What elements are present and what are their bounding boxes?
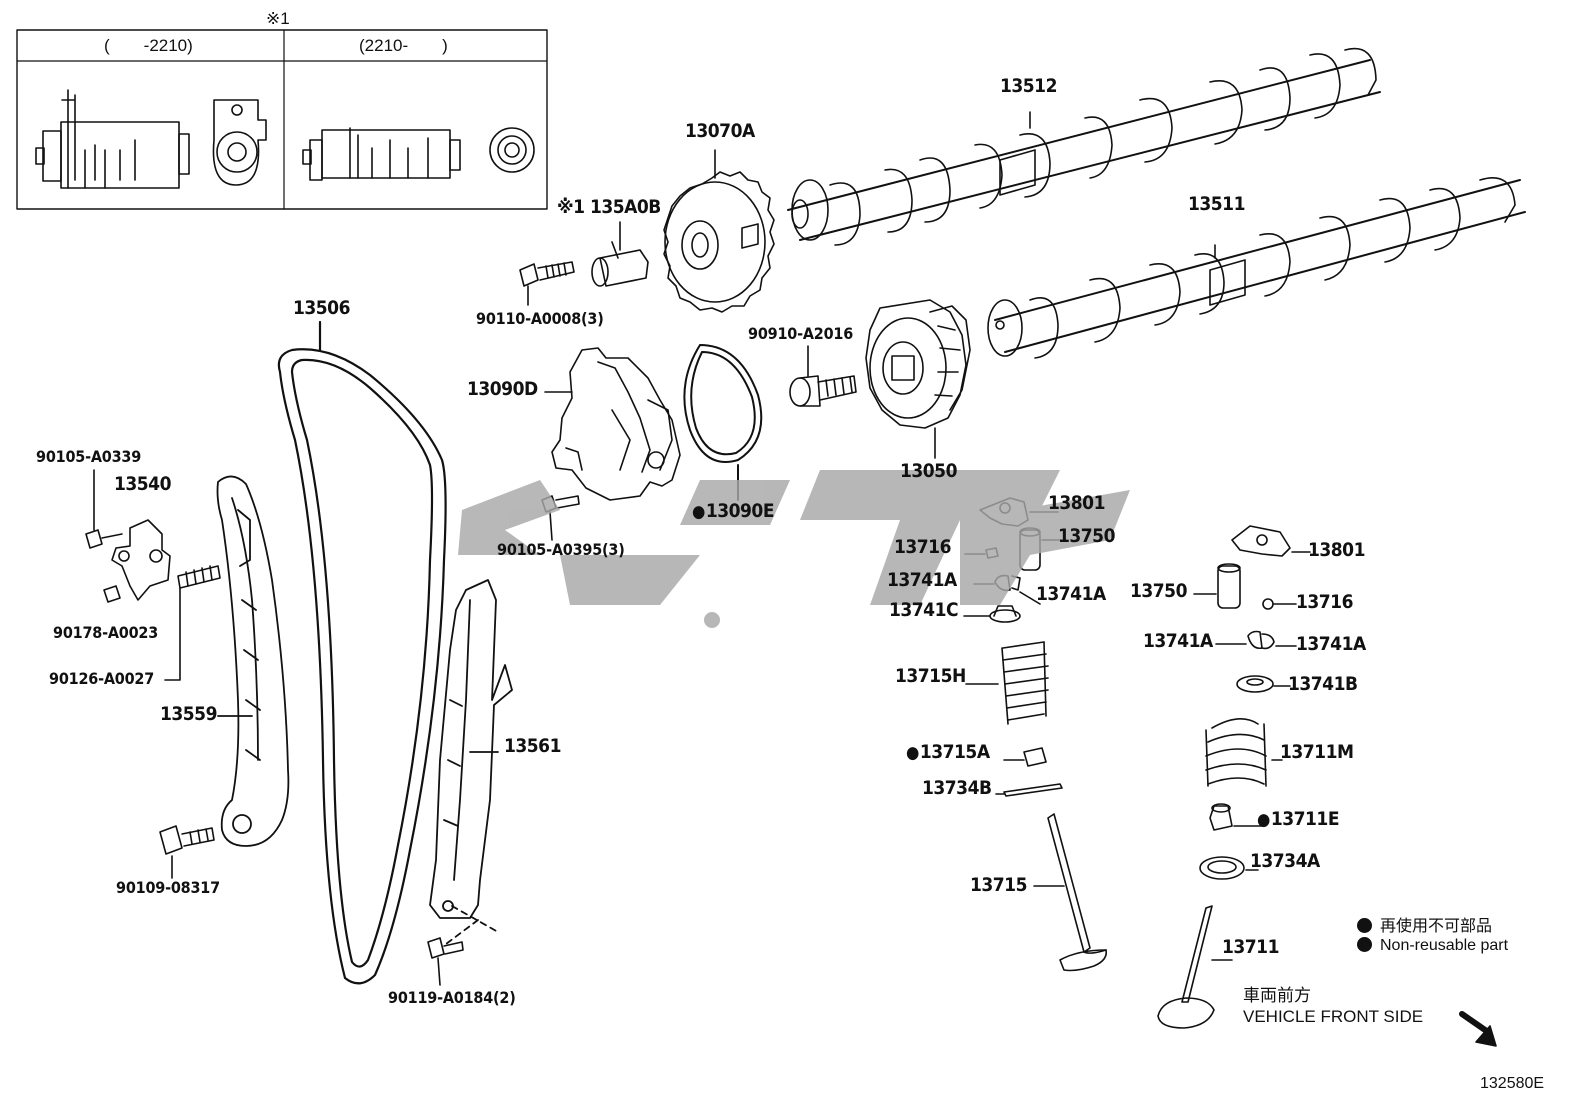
- label-135A0B: ※1 135A0B: [557, 196, 661, 218]
- rocker-arm-13801-right: [1231, 525, 1311, 557]
- label-90105-A0395: 90105-A0395(3): [497, 540, 625, 559]
- label-13741A-a: 13741A: [887, 569, 957, 591]
- inset-ref-mark: ※1: [266, 9, 290, 28]
- seal-13715A: [1023, 747, 1047, 767]
- label-13734B: 13734B: [922, 777, 992, 799]
- label-13741B: 13741B: [1288, 673, 1358, 695]
- label-13750-right: 13750: [1130, 580, 1187, 602]
- front-direction-arrow-icon: [1459, 1011, 1497, 1047]
- label-13711M: 13711M: [1280, 741, 1354, 763]
- label-13512: 13512: [1000, 75, 1057, 97]
- shim-13734A: [1199, 856, 1259, 880]
- valve-13715: [1033, 813, 1108, 972]
- label-13741A-d: 13741A: [1296, 633, 1366, 655]
- inset-ocv-new: [302, 127, 535, 181]
- label-13715: 13715: [970, 874, 1027, 896]
- lash-adjuster-13750-right: [1193, 563, 1241, 609]
- ocv-135A0B: [591, 221, 649, 287]
- bolt-90110: [519, 261, 575, 306]
- inset-col-left: ( -2210): [104, 36, 193, 55]
- cover-13090D: [544, 347, 681, 501]
- direction-jp: 車両前方: [1243, 986, 1311, 1005]
- label-13716-left: 13716: [894, 536, 951, 558]
- label-13090D: 13090D: [467, 378, 538, 400]
- inset-col-right: (2210- ): [359, 36, 448, 55]
- spring-13711M: [1205, 718, 1283, 787]
- gasket-13090E: [683, 344, 763, 501]
- label-90178-A0023: 90178-A0023: [53, 623, 159, 642]
- label-13741C: 13741C: [889, 599, 959, 621]
- bolt-90119: [427, 937, 464, 986]
- watermark-logo: [458, 470, 1130, 628]
- label-13050: 13050: [900, 460, 957, 482]
- label-90109-08317: 90109-08317: [116, 878, 220, 897]
- label-13511: 13511: [1188, 193, 1245, 215]
- sprocket-13070A: [663, 149, 775, 313]
- inset-ocv-old: [35, 89, 267, 189]
- label-13741A-b: 13741A: [1036, 583, 1106, 605]
- direction-en: VEHICLE FRONT SIDE: [1243, 1007, 1424, 1026]
- retainer-13741C: [963, 605, 1021, 623]
- legend-jp-text: 再使用不可部品: [1380, 918, 1493, 935]
- keepers-13741A-right: [1215, 630, 1297, 650]
- label-13090E: 13090E: [692, 502, 775, 521]
- label-13711: 13711: [1222, 936, 1279, 958]
- shim-13734B: [1003, 783, 1063, 797]
- label-13540: 13540: [114, 473, 171, 495]
- label-13801-right: 13801: [1308, 539, 1365, 561]
- label-13070A: 13070A: [685, 120, 755, 142]
- retainer-13741B: [1236, 675, 1291, 693]
- chain-guide-13561: [429, 579, 513, 945]
- legend-en-text: Non-reusable part: [1380, 937, 1509, 954]
- seal-13711E: [1209, 803, 1263, 831]
- label-13711E: 13711E: [1257, 810, 1340, 829]
- tensioner-13540: [85, 469, 221, 681]
- bolt-90109: [159, 825, 215, 879]
- camshaft-13511: [987, 177, 1526, 359]
- timing-chain-13506: [277, 320, 447, 985]
- legend-jp: 再使用不可部品: [1357, 912, 1492, 936]
- label-13715A: 13715A: [906, 743, 990, 762]
- chain-guide-13559: [216, 475, 290, 847]
- label-13734A: 13734A: [1250, 850, 1320, 872]
- camshaft-13512: [787, 47, 1381, 246]
- label-90105-A0339: 90105-A0339: [36, 447, 142, 466]
- label-13716-right: 13716: [1296, 591, 1353, 613]
- label-13801-left: 13801: [1048, 492, 1105, 514]
- label-90126-A0027: 90126-A0027: [49, 669, 155, 688]
- label-13715H: 13715H: [895, 665, 966, 687]
- figure-code: 132580E: [1480, 1075, 1545, 1092]
- label-90119-A0184: 90119-A0184(2): [388, 988, 516, 1007]
- sprocket-13050: [865, 299, 971, 459]
- spring-13715H: [965, 641, 1049, 725]
- label-90910-A2016: 90910-A2016: [748, 324, 854, 343]
- legend-bullet-icon: [1357, 918, 1372, 933]
- label-13559: 13559: [160, 703, 217, 725]
- label-90110-A0008: 90110-A0008(3): [476, 309, 604, 328]
- legend-bullet-icon: [1357, 937, 1372, 952]
- label-13741A-c: 13741A: [1143, 630, 1213, 652]
- inset-box: [16, 29, 548, 210]
- pad-13716-right: [1262, 598, 1274, 610]
- label-13506: 13506: [293, 297, 350, 319]
- bolt-90910: [789, 345, 857, 407]
- label-13750-left: 13750: [1058, 525, 1115, 547]
- legend-en: Non-reusable part: [1357, 937, 1508, 955]
- valve-13711: [1157, 905, 1233, 1029]
- label-13561: 13561: [504, 735, 561, 757]
